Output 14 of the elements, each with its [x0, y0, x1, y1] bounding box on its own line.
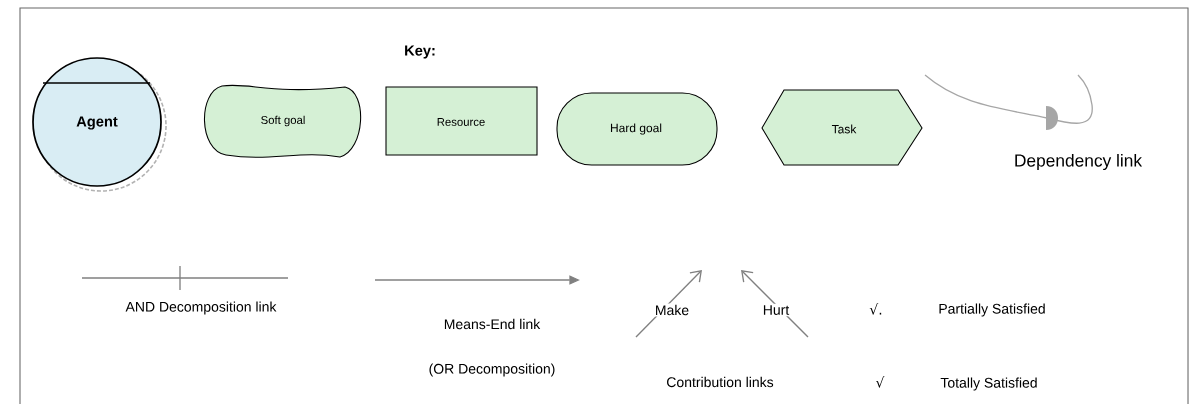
legend-label: AND Decomposition link [125, 301, 277, 315]
check-mark: √. [869, 303, 882, 315]
label: Hurt [761, 303, 791, 317]
label: Totally Satisfied [940, 377, 1037, 391]
resource-box: Resource [385, 86, 538, 156]
title: Key: [405, 45, 435, 59]
label: Make [653, 303, 691, 317]
legend-label: Contribution links [667, 376, 774, 388]
task-hexagon: Task [761, 89, 923, 166]
legend-label: Means-End link [444, 318, 541, 330]
label: (OR Decomposition) [429, 363, 555, 377]
legend-label: Dependency link [1015, 153, 1143, 171]
label: Partially Satisfied [939, 303, 1045, 317]
check-mark: √ [875, 376, 885, 388]
